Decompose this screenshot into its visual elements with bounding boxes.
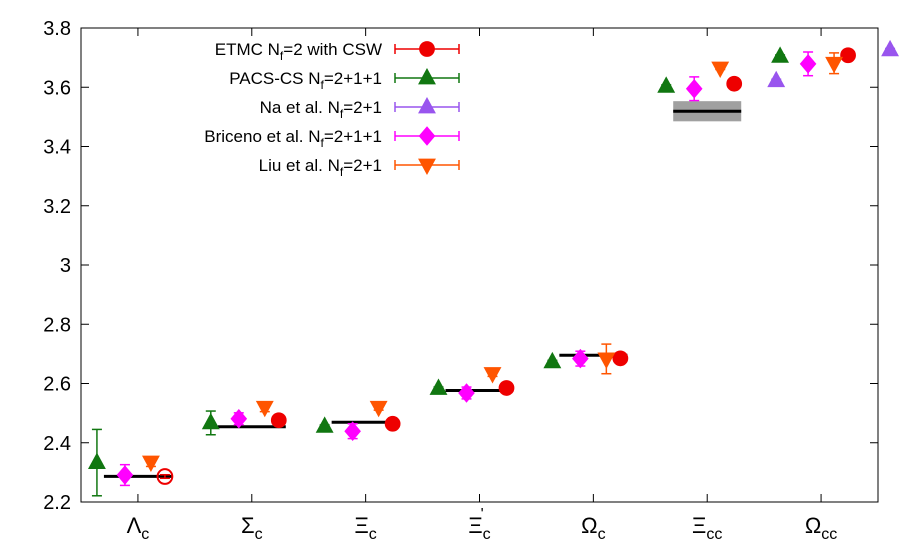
data-point xyxy=(116,465,134,485)
y-tick-label: 2.6 xyxy=(43,374,71,396)
data-point xyxy=(498,380,515,396)
y-tick-label: 3.4 xyxy=(43,137,71,159)
data-point xyxy=(840,47,856,64)
x-category-label: Ξcc xyxy=(692,513,722,543)
x-category-label: Ωc xyxy=(581,513,605,543)
data-series xyxy=(87,39,900,497)
data-point xyxy=(711,61,730,79)
plot-frame xyxy=(80,27,879,503)
data-point xyxy=(799,54,817,74)
data-point xyxy=(369,400,388,418)
data-point xyxy=(384,415,401,432)
data-point xyxy=(270,412,287,429)
plot-axes xyxy=(80,27,879,503)
x-category-label: Σc xyxy=(241,513,263,543)
y-tick-label: 2.4 xyxy=(43,433,71,455)
legend-marker xyxy=(418,126,436,146)
data-point xyxy=(825,56,844,74)
legend-marker xyxy=(418,158,436,176)
x-category-label: Ξc' xyxy=(468,506,490,543)
data-point xyxy=(726,75,743,92)
experimental-values xyxy=(103,101,742,478)
data-point xyxy=(771,46,790,63)
data-point xyxy=(572,348,589,369)
legend-marker xyxy=(419,41,435,57)
data-point xyxy=(255,400,274,418)
data-point xyxy=(612,350,629,367)
data-point xyxy=(230,408,248,429)
data-point xyxy=(685,78,703,99)
x-category-label: Ωcc xyxy=(805,513,837,543)
y-tick-label: 3 xyxy=(60,255,71,277)
y-tick-label: 3.2 xyxy=(43,196,71,218)
y-tick-label: 2.2 xyxy=(43,492,71,514)
x-category-label: Ξc xyxy=(354,513,376,543)
data-point xyxy=(657,76,676,93)
x-axis-categories: Λc Σc Ξc Ξc' Ωc Ξcc Ωcc xyxy=(127,28,837,543)
y-tick-label: 2.8 xyxy=(43,314,71,336)
data-point xyxy=(429,378,448,395)
legend-label: ETMC Nf=2 with CSW xyxy=(215,40,382,63)
legend-label: Liu et al. Nf=2+1 xyxy=(259,156,382,179)
x-category-label: Λc xyxy=(127,513,150,543)
data-point xyxy=(87,452,106,469)
data-point xyxy=(767,70,786,88)
y-axis-ticks: 2.2 2.4 2.6 2.8 3 3.2 3.4 3.6 3.8 xyxy=(43,18,878,514)
data-point xyxy=(201,412,220,430)
legend-marker xyxy=(418,67,436,85)
data-point xyxy=(141,455,160,473)
y-tick-label: 3.6 xyxy=(43,77,71,99)
legend-label: PACS-CS Nf=2+1+1 xyxy=(229,69,382,92)
legend-marker xyxy=(418,96,436,114)
data-point xyxy=(597,352,616,369)
data-point xyxy=(543,351,562,369)
data-point xyxy=(315,416,334,433)
data-point xyxy=(458,383,475,403)
y-tick-label: 3.8 xyxy=(43,18,71,40)
data-point xyxy=(881,39,900,57)
legend-label: Briceno et al. Nf=2+1+1 xyxy=(204,127,382,150)
data-point xyxy=(156,468,174,485)
data-point xyxy=(483,367,502,384)
legend: ETMC Nf=2 with CSW PACS-CS Nf=2+1+1 Na et … xyxy=(204,40,460,179)
legend-label: Na et al. Nf=2+1 xyxy=(260,98,382,121)
data-point xyxy=(344,421,361,441)
